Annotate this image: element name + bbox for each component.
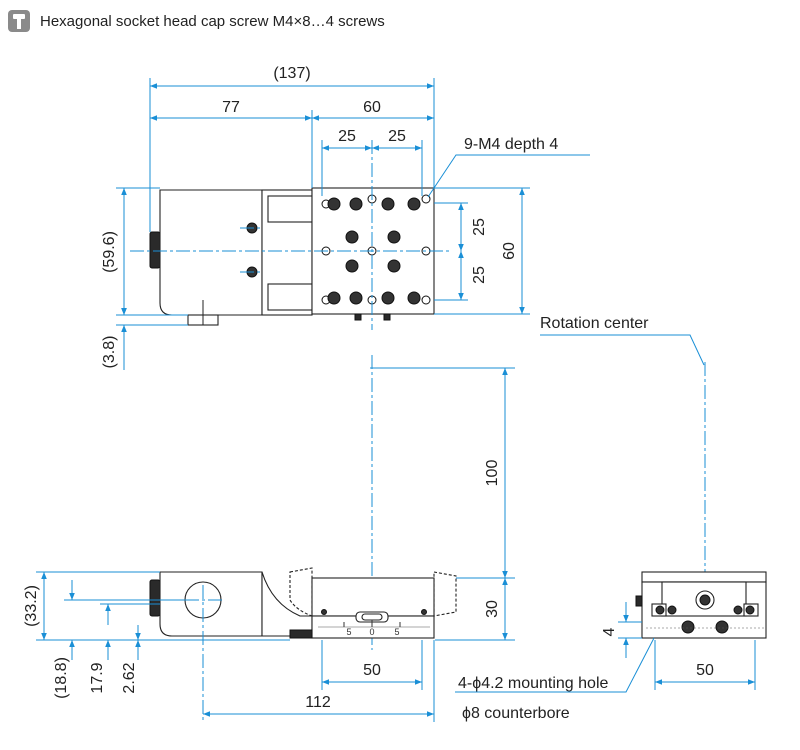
dim-front-width: 50: [696, 662, 714, 679]
side-view: 5 0 5 50 112 (33.2) (18.8) 17.9 2.62: [23, 567, 457, 722]
scale-left-mark: 5: [346, 627, 351, 637]
dim-front-offset: 4: [601, 627, 618, 636]
dim-side-total-height: (33.2): [23, 585, 40, 627]
dim-side-width: 50: [363, 662, 381, 679]
drive-housing: [159, 189, 263, 316]
dim-top-total: (137): [273, 65, 310, 82]
dim-right-pitch-b: 25: [471, 266, 488, 284]
top-holes: [246, 194, 431, 321]
mount-note: 4-ϕ4.2 mounting hole: [458, 675, 608, 692]
top-view: (137) 77 60 25 25 9-M4 depth 4 25 25 60 …: [101, 65, 590, 370]
holes-note: 9-M4 depth 4: [464, 136, 558, 153]
dim-side-length: 112: [305, 694, 331, 711]
dim-top-right: 60: [363, 99, 381, 116]
dim-left-height: (59.6): [101, 231, 118, 273]
angle-scale: 5 0 5: [318, 620, 430, 637]
front-view: 4 50 4-ϕ4.2 mounting hole ϕ8 counterbore: [455, 571, 767, 722]
dim-pitch-b: 25: [388, 128, 406, 145]
rotation-label: Rotation center: [540, 315, 649, 332]
dim-side-low3: 2.62: [121, 662, 138, 693]
scale-right-mark: 5: [394, 627, 399, 637]
scale-center-mark: 0: [369, 627, 374, 637]
header: Hexagonal socket head cap screw M4×8…4 s…: [8, 8, 385, 34]
dim-right-total: 60: [501, 242, 518, 260]
dim-top-left: 77: [222, 99, 240, 116]
adjust-knob: [149, 231, 161, 269]
dim-pitch-a: 25: [338, 128, 356, 145]
dim-side-low1: (18.8): [53, 657, 70, 699]
counterbore-note: ϕ8 counterbore: [462, 705, 570, 722]
dim-left-offset: (3.8): [101, 336, 118, 369]
header-text: Hexagonal socket head cap screw M4×8…4 s…: [40, 12, 385, 30]
dim-side-low2: 17.9: [89, 662, 106, 693]
dim-rotation-height: 100: [484, 460, 501, 487]
dim-side-height: 30: [484, 600, 501, 618]
hex-socket-screw-icon: [8, 10, 30, 32]
dim-right-pitch-a: 25: [471, 218, 488, 236]
side-stage: [311, 577, 435, 617]
